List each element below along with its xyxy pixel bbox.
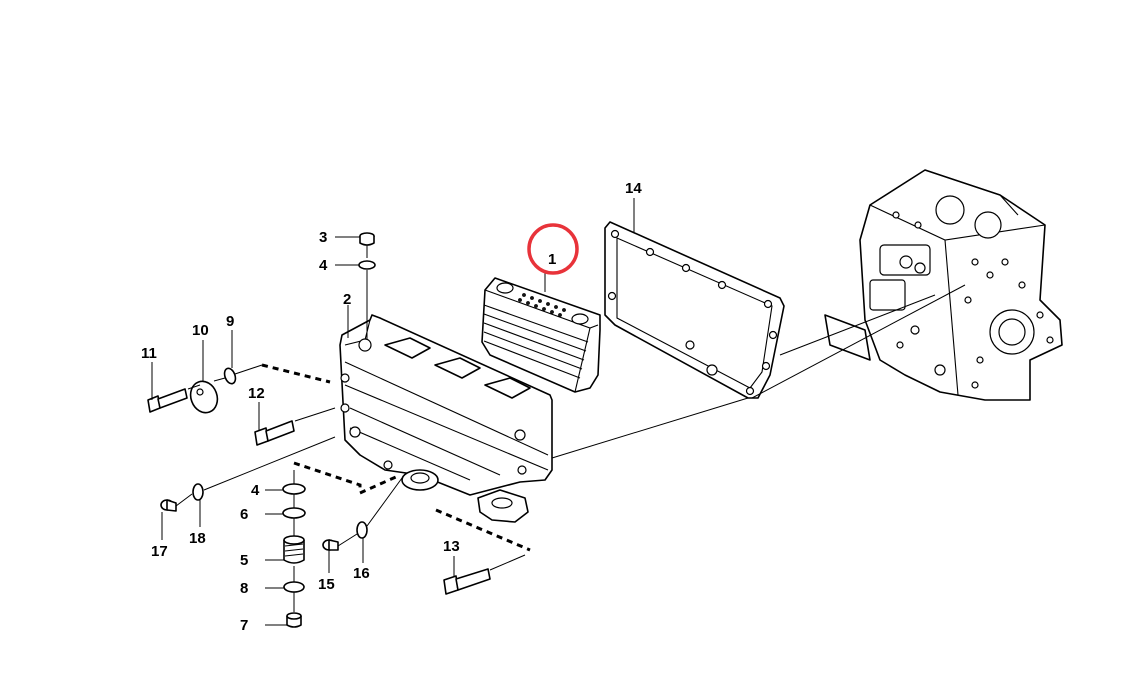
label-9: 9 [226,313,234,330]
seal-6 [282,507,306,519]
cooler-core-holes [518,293,566,317]
highlight-ring [527,223,579,275]
label-5: 5 [240,552,248,569]
label-8: 8 [240,580,248,597]
washer-4 [282,483,306,495]
guide-lines [175,245,966,612]
label-3: 3 [319,229,327,246]
o-ring [223,367,237,385]
oil-cooler-core [481,277,601,393]
label-7: 7 [240,617,248,634]
label-1: 1 [548,251,556,268]
label-13: 13 [443,538,460,555]
label-16: 16 [353,565,370,582]
label-10: 10 [192,322,209,339]
washer-16 [356,521,368,539]
cover-plate [189,380,219,414]
washer-18 [192,483,204,501]
label-17: 17 [151,543,168,560]
label-12: 12 [248,385,265,402]
bolt-13 [443,568,491,595]
bolt-12 [254,420,295,446]
part-labels: 1 14 2 3 4 11 10 9 12 4 6 5 8 7 17 18 15… [141,180,642,634]
plug-17 [160,499,177,512]
label-4-top: 4 [319,257,328,274]
label-4: 4 [251,482,260,499]
gasket [604,221,785,399]
washer-8 [283,581,305,593]
leader-lines [151,198,635,626]
plug-7 [286,612,302,628]
engine-block [824,169,1063,401]
label-14: 14 [625,180,642,197]
label-2: 2 [343,291,351,308]
washer-4-top [358,260,376,270]
oil-cooler-housing [339,314,553,523]
plug-5 [283,535,305,564]
label-15: 15 [318,576,335,593]
label-18: 18 [189,530,206,547]
label-6: 6 [240,506,248,523]
plug-15 [322,539,339,551]
label-11: 11 [141,345,157,362]
screw-3 [359,232,375,246]
bolt-11 [147,388,188,413]
